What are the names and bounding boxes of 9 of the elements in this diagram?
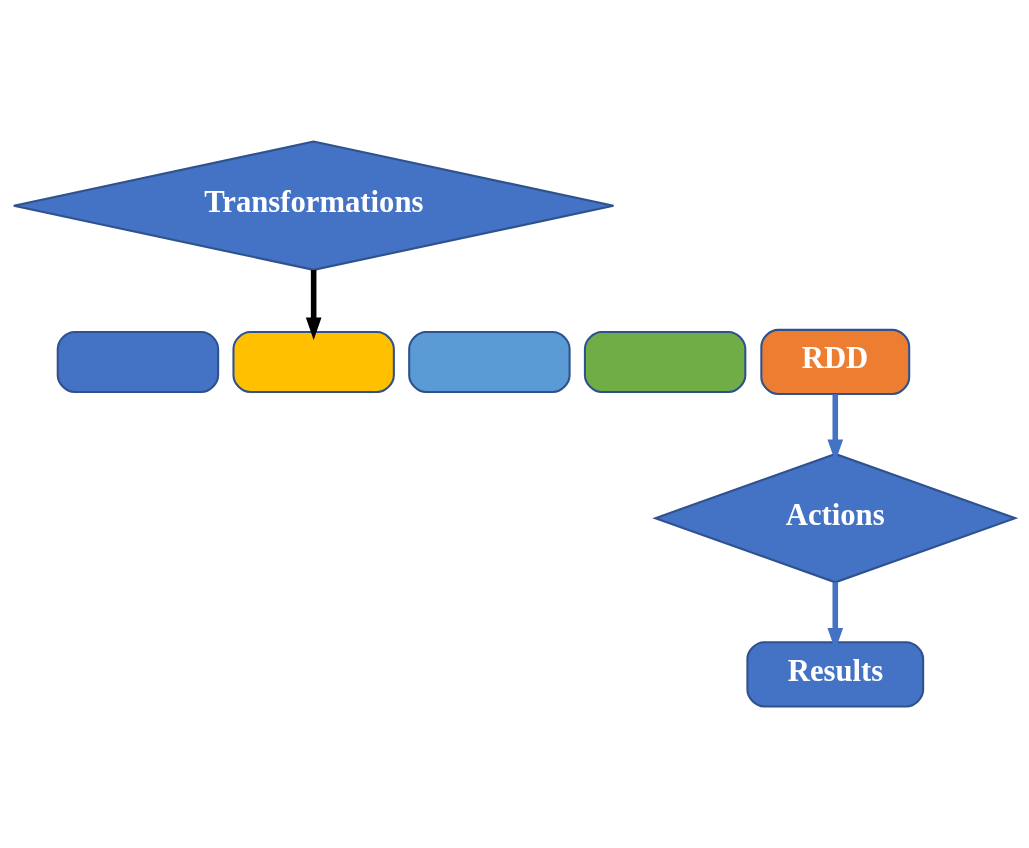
arrow (305, 269, 322, 340)
node-box (583, 330, 747, 393)
node-diamond: Transformations (12, 140, 615, 271)
node-box (408, 330, 571, 393)
node-diamond: Actions (652, 452, 1019, 584)
node-box: RDD (760, 328, 911, 396)
node-box (56, 330, 220, 393)
node-box: Results (746, 641, 925, 708)
node-box (232, 330, 395, 393)
